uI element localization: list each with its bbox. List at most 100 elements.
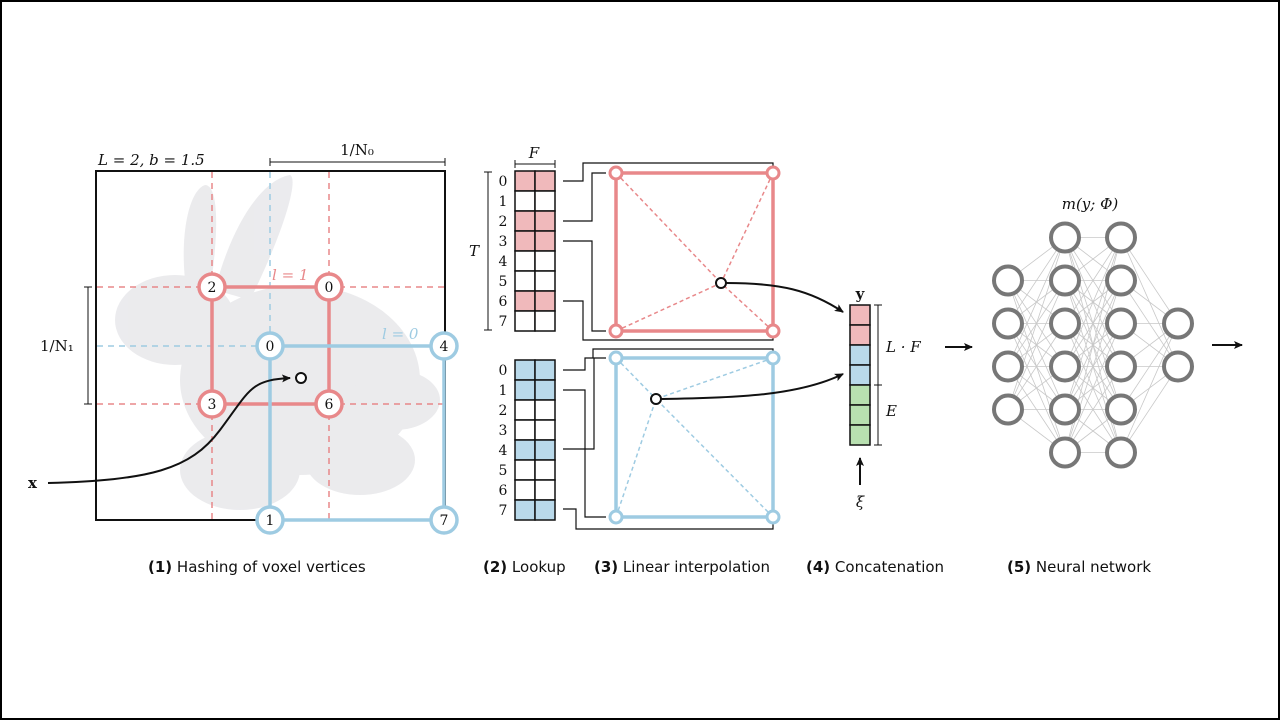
table-cell — [514, 399, 536, 421]
table-cell — [514, 270, 536, 292]
svg-text:6: 6 — [325, 397, 334, 413]
vertex: 0 — [255, 331, 285, 361]
table-cell — [534, 459, 556, 481]
vector-label: y — [855, 285, 866, 303]
level1-interp-corners — [608, 165, 781, 339]
aux-input-label: ξ — [856, 493, 865, 511]
table-cell — [534, 170, 556, 192]
table-cell — [534, 439, 556, 461]
network-neuron — [1049, 221, 1081, 254]
table-row: 5 — [499, 270, 556, 292]
res0-dimension — [269, 158, 446, 166]
level0-output-arrow — [660, 373, 844, 400]
network-edge — [1007, 323, 1066, 410]
concat-cell — [849, 384, 871, 406]
res0-label: 1/N₀ — [340, 141, 374, 159]
network-edge — [1064, 237, 1122, 410]
network-label: m(y; Φ) — [1062, 195, 1119, 213]
network-neuron — [1105, 393, 1137, 426]
caption-lookup: (2) Lookup — [483, 558, 566, 576]
table-row: 1 — [499, 190, 556, 212]
level0-query-point — [650, 393, 662, 405]
network-neuron — [992, 264, 1024, 297]
level1-query-point — [715, 277, 727, 289]
table-cell — [534, 499, 556, 521]
table-cell — [514, 310, 536, 332]
table-cell — [534, 290, 556, 312]
table-cell — [514, 419, 536, 441]
svg-text:7: 7 — [440, 513, 449, 529]
table-cell — [514, 170, 536, 192]
table-cell — [534, 270, 556, 292]
table-cell — [534, 479, 556, 501]
panel-interpolation — [563, 162, 844, 530]
network-edge — [1064, 323, 1122, 453]
network-edge — [1064, 237, 1122, 324]
vertex: 2 — [197, 272, 227, 302]
table-cell — [514, 210, 536, 232]
vertex: 0 — [314, 272, 344, 302]
table-size-label: T — [469, 242, 480, 260]
table-cell — [534, 210, 556, 232]
level1-output-arrow — [725, 282, 844, 313]
table-cell — [514, 359, 536, 381]
table-index: 6 — [499, 294, 508, 310]
network-edge — [1007, 237, 1066, 410]
table-row: 0 — [499, 170, 556, 192]
svg-text:3: 3 — [208, 397, 217, 413]
table-size-bracket — [484, 171, 492, 331]
network-neuron — [1049, 307, 1081, 340]
network-neuron — [1105, 307, 1137, 340]
table-row: 5 — [499, 459, 556, 481]
table-index: 5 — [499, 274, 508, 290]
network-edge — [1120, 323, 1179, 410]
table-index: 4 — [499, 254, 508, 270]
feature-dim-label: F — [528, 144, 540, 162]
network-neuron — [1105, 436, 1137, 469]
table-cell — [514, 499, 536, 521]
network-edge — [1120, 366, 1179, 453]
network-neuron — [992, 393, 1024, 426]
network-edge — [1064, 280, 1122, 453]
vertex: 4 — [429, 331, 459, 361]
feature-dim-bracket — [514, 160, 556, 168]
table-index: 0 — [499, 363, 508, 379]
table-row: 7 — [499, 310, 556, 332]
table-cell — [514, 250, 536, 272]
network-neuron — [1049, 350, 1081, 383]
level0-interp-cell — [614, 356, 775, 519]
level1-vertices: 2 0 3 6 — [197, 272, 344, 419]
network-neuron — [1049, 436, 1081, 469]
table-cell — [534, 310, 556, 332]
table-cell — [514, 379, 536, 401]
table-row: 7 — [499, 499, 556, 521]
table-cell — [514, 290, 536, 312]
level0-label: l = 0 — [382, 325, 419, 343]
table-index: 3 — [499, 423, 508, 439]
network-edge — [1064, 237, 1122, 367]
level1-interp-cell — [614, 171, 775, 333]
table-row: 4 — [499, 250, 556, 272]
table-row: 2 — [499, 399, 556, 421]
network-edge — [1007, 237, 1066, 324]
table-cell — [514, 459, 536, 481]
svg-text:1: 1 — [266, 513, 275, 529]
concat-cell — [849, 344, 871, 366]
table-cell — [514, 439, 536, 461]
table-row: 6 — [499, 479, 556, 501]
level1-grid — [97, 172, 444, 520]
grid-features-bracket — [874, 304, 882, 446]
concat-cell — [849, 364, 871, 386]
caption-concatenation: (4) Concatenation — [806, 558, 944, 576]
network-neuron — [992, 350, 1024, 383]
caption-hashing: (1) Hashing of voxel vertices — [148, 558, 366, 576]
table-index: 1 — [499, 194, 508, 210]
network-neuron — [1105, 264, 1137, 297]
concat-cell — [849, 424, 871, 446]
panel-network: m(y; Φ) — [992, 195, 1243, 469]
table-cell — [534, 379, 556, 401]
network-edge — [1120, 237, 1179, 324]
